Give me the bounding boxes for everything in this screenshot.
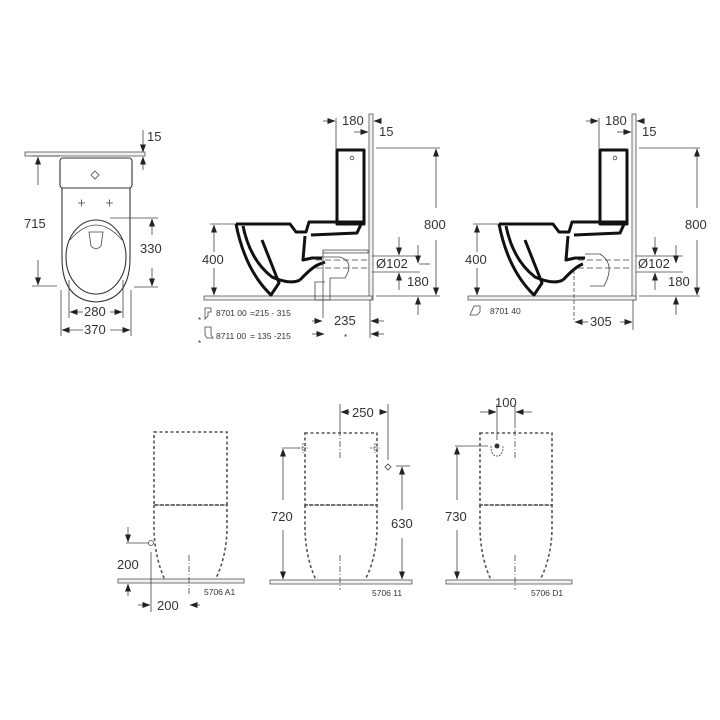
dim-seat-width: 280 [84, 304, 106, 319]
hinge-marks [78, 199, 113, 207]
inlet-icon [384, 463, 392, 471]
side-view-1: 180 15 800 400 Ø102 180 235 * [198, 113, 446, 348]
dim-inlet-height-11: 630 [391, 516, 413, 531]
cistern-dashed [153, 431, 228, 506]
rear-view-5706-11: 250 720 630 5706 11 [269, 404, 413, 598]
floor-strip [269, 579, 413, 585]
floor-strip [467, 295, 637, 301]
seat-outline [65, 219, 127, 295]
svg-text:= 135 -215: = 135 -215 [250, 331, 291, 341]
svg-text:8701 00: 8701 00 [216, 308, 247, 318]
fixing-marks [298, 443, 380, 453]
dim-inlet-offset-a1: 200 [157, 598, 179, 613]
fitting-8701-40: 8701 40 [469, 305, 521, 316]
asterisk-note: * [344, 333, 347, 342]
tank-outline [59, 157, 133, 189]
svg-text:*: * [198, 339, 201, 348]
bowl-profile [499, 220, 627, 284]
dim-inlet-offset-d1: 100 [495, 395, 517, 410]
svg-text:8701 40: 8701 40 [490, 306, 521, 316]
dim-outlet-distance-2: 305 [590, 314, 612, 329]
pan-dashed [304, 504, 378, 583]
pan-dashed [479, 504, 553, 583]
cistern-dashed [479, 432, 553, 506]
dim-fixing-height-11: 720 [271, 509, 293, 524]
fitting-8711-00: * 8711 00 = 135 -215 [198, 326, 291, 348]
rear-view-5706-d1: 100 730 5706 D1 [445, 395, 573, 598]
dim-outlet-height-2: 180 [668, 274, 690, 289]
svg-text:=215 - 315: =215 - 315 [250, 308, 291, 318]
wall-strip [24, 151, 146, 157]
dim-inlet-height-d1: 730 [445, 509, 467, 524]
model-code-11: 5706 11 [372, 588, 402, 598]
outlet-pipe [585, 253, 610, 287]
dim-inlet-height-a1: 200 [117, 557, 139, 572]
dim-wall-gap-2: 15 [642, 124, 656, 139]
dim-outlet-distance-1: 235 [334, 313, 356, 328]
dim-seat-depth: 330 [140, 241, 162, 256]
cistern [598, 148, 629, 226]
dim-wall-gap-1: 15 [379, 124, 393, 139]
dim-inlet-offset-11: 250 [352, 405, 374, 420]
bowl-profile [236, 220, 364, 284]
dim-total-width: 370 [84, 322, 106, 337]
side-view-2: 180 15 800 400 Ø102 180 305 8701 40 [465, 113, 707, 330]
pan-connector-icon [204, 307, 212, 320]
dim-seat-height-1: 400 [202, 252, 224, 267]
dim-top-wall-gap: 15 [147, 129, 161, 144]
model-code-a1: 5706 A1 [204, 587, 235, 597]
dim-outlet-height-1: 180 [407, 274, 429, 289]
floor-strip [445, 579, 573, 585]
dim-total-height-1: 800 [424, 217, 446, 232]
seat-cutout [88, 231, 104, 249]
flush-button-icon [90, 170, 100, 180]
top-view: 15 715 330 280 370 [24, 129, 162, 337]
dim-seat-height-2: 400 [465, 252, 487, 267]
cistern [335, 148, 366, 226]
model-code-d1: 5706 D1 [531, 588, 563, 598]
svg-text:*: * [198, 316, 201, 325]
inlet-icon [148, 540, 154, 546]
outlet-pipe [314, 256, 350, 301]
cistern-dashed [304, 432, 378, 506]
pan-dashed [153, 504, 228, 583]
svg-text:8711 00: 8711 00 [216, 331, 246, 341]
rear-view-5706-a1: 200 200 5706 A1 [117, 431, 245, 613]
floor-strip [117, 578, 245, 584]
wall-strip [631, 113, 637, 301]
dim-outlet-diameter-1: Ø102 [376, 256, 408, 271]
inlet-icon [494, 443, 500, 449]
straight-connector-icon [204, 326, 214, 339]
fitting-8701-00: * 8701 00 =215 - 315 [198, 307, 291, 325]
dim-outlet-diameter-2: Ø102 [638, 256, 670, 271]
bowl-outline [61, 188, 131, 303]
dim-tank-depth-2: 180 [605, 113, 627, 128]
dim-tank-depth-1: 180 [342, 113, 364, 128]
pan-connector-icon [469, 305, 481, 316]
dim-total-height-2: 800 [685, 217, 707, 232]
dim-depth: 715 [24, 216, 46, 231]
floor-strip [203, 295, 373, 301]
